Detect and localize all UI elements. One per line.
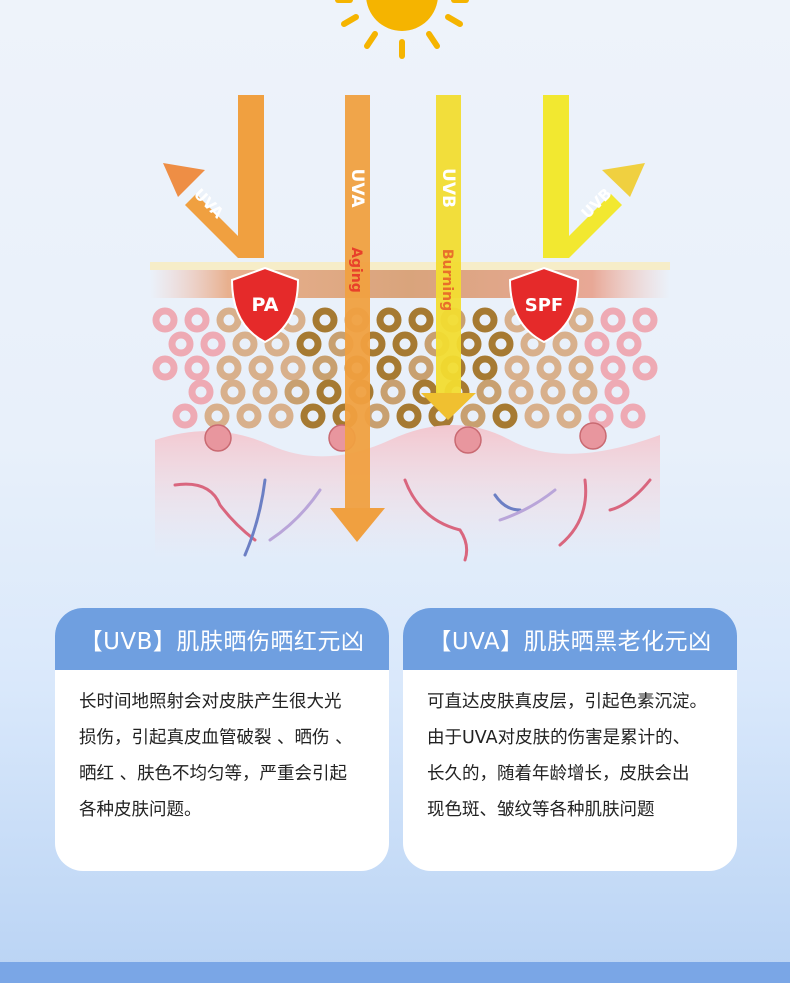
svg-text:UVB: UVB [438, 168, 458, 208]
card-text-line: 由于UVA对皮肤的伤害是累计的、 [427, 728, 691, 748]
svg-text:Aging: Aging [348, 247, 364, 293]
skin-cell [408, 307, 434, 333]
skin-cell [396, 403, 422, 429]
skin-cell [168, 331, 194, 357]
skin-cell [376, 307, 402, 333]
card-text-line: 长久的，随着年龄增长，皮肤会出 [427, 764, 690, 784]
skin-cell [316, 379, 342, 405]
skin-cell [616, 331, 642, 357]
skin-cell [216, 307, 242, 333]
skin-surface-layer [150, 270, 670, 298]
skin-cell [632, 307, 658, 333]
spf-shield-icon: SPF [508, 266, 580, 344]
skin-cell [556, 403, 582, 429]
skin-cell [456, 331, 482, 357]
dermis-layer [155, 425, 660, 560]
card-text-line: 长时间地照射会对皮肤产生很大光 [79, 692, 342, 712]
skin-cell [632, 355, 658, 381]
skin-cell [200, 331, 226, 357]
skin-cell [476, 379, 502, 405]
skin-cell [236, 403, 262, 429]
skin-cell [232, 331, 258, 357]
skin-cell [376, 355, 402, 381]
uvb-info-card: 【UVB】肌肤晒伤晒红元凶 长时间地照射会对皮肤产生很大光 损伤，引起真皮血管破… [55, 608, 389, 871]
skin-cell [284, 379, 310, 405]
card-text-line: 各种皮肤问题。 [79, 800, 202, 820]
card-text-line: 损伤，引起真皮血管破裂 、晒伤 、 [79, 728, 353, 748]
skin-cell [492, 403, 518, 429]
skin-cells [152, 307, 658, 429]
skin-cell [584, 331, 610, 357]
uva-info-card: 【UVA】肌肤晒黑老化元凶 可直达皮肤真皮层，引起色素沉淀。 由于UVA对皮肤的… [403, 608, 737, 871]
uvb-card-title: 【UVB】肌肤晒伤晒红元凶 [55, 608, 389, 670]
svg-text:UVA: UVA [347, 169, 367, 209]
skin-cell [184, 307, 210, 333]
skin-cell [472, 307, 498, 333]
blood-vessels [173, 478, 652, 562]
card-text-line: 现色斑、皱纹等各种肌肤问题 [427, 800, 655, 820]
skin-cell [572, 379, 598, 405]
card-text-line: 可直达皮肤真皮层，引起色素沉淀。 [427, 692, 707, 712]
skin-cell [604, 379, 630, 405]
skin-cell [216, 355, 242, 381]
skin-cell [568, 307, 594, 333]
skin-cell [412, 379, 438, 405]
skin-cell [508, 379, 534, 405]
skin-cell [568, 355, 594, 381]
uva-card-title: 【UVA】肌肤晒黑老化元凶 [403, 608, 737, 670]
skin-cell [472, 355, 498, 381]
uva-reflected-arrow: UVA [163, 95, 264, 258]
skin-cell [600, 307, 626, 333]
skin-cell [504, 355, 530, 381]
skin-cell [248, 355, 274, 381]
skin-cell [280, 355, 306, 381]
skin-cell [300, 403, 326, 429]
skin-cell [312, 355, 338, 381]
skin-cell [188, 379, 214, 405]
pa-shield-icon: PA [230, 266, 300, 344]
skin-cell [152, 307, 178, 333]
skin-cell [392, 331, 418, 357]
svg-text:SPF: SPF [525, 295, 563, 316]
uv-skin-illustration: UVA UVA Aging UVB Burning UVB PA SPF [150, 0, 670, 562]
skin-cell [488, 331, 514, 357]
skin-cell [268, 403, 294, 429]
skin-cell [312, 307, 338, 333]
skin-cell [252, 379, 278, 405]
uva-penetrating-arrow: UVA Aging [330, 95, 385, 542]
uvb-penetrating-arrow: UVB Burning [421, 95, 476, 420]
svg-text:Burning: Burning [439, 249, 455, 311]
sun-icon [335, 0, 469, 59]
skin-cell [600, 355, 626, 381]
skin-cell [540, 379, 566, 405]
skin-cell [204, 403, 230, 429]
skin-cell [552, 331, 578, 357]
skin-cell [536, 355, 562, 381]
skin-cell [524, 403, 550, 429]
skin-cell [172, 403, 198, 429]
skin-cell [460, 403, 486, 429]
card-text-line: 晒红 、肤色不均匀等，严重会引起 [79, 764, 348, 784]
skin-cell [380, 379, 406, 405]
skin-cell [296, 331, 322, 357]
skin-cell [408, 355, 434, 381]
skin-cell [220, 379, 246, 405]
uvb-reflected-arrow: UVB [543, 95, 645, 258]
skin-cell [184, 355, 210, 381]
skin-cell [588, 403, 614, 429]
skin-cell [620, 403, 646, 429]
skin-cell [152, 355, 178, 381]
svg-text:PA: PA [252, 294, 279, 316]
bottom-band [0, 962, 790, 983]
skin-cell [364, 403, 390, 429]
